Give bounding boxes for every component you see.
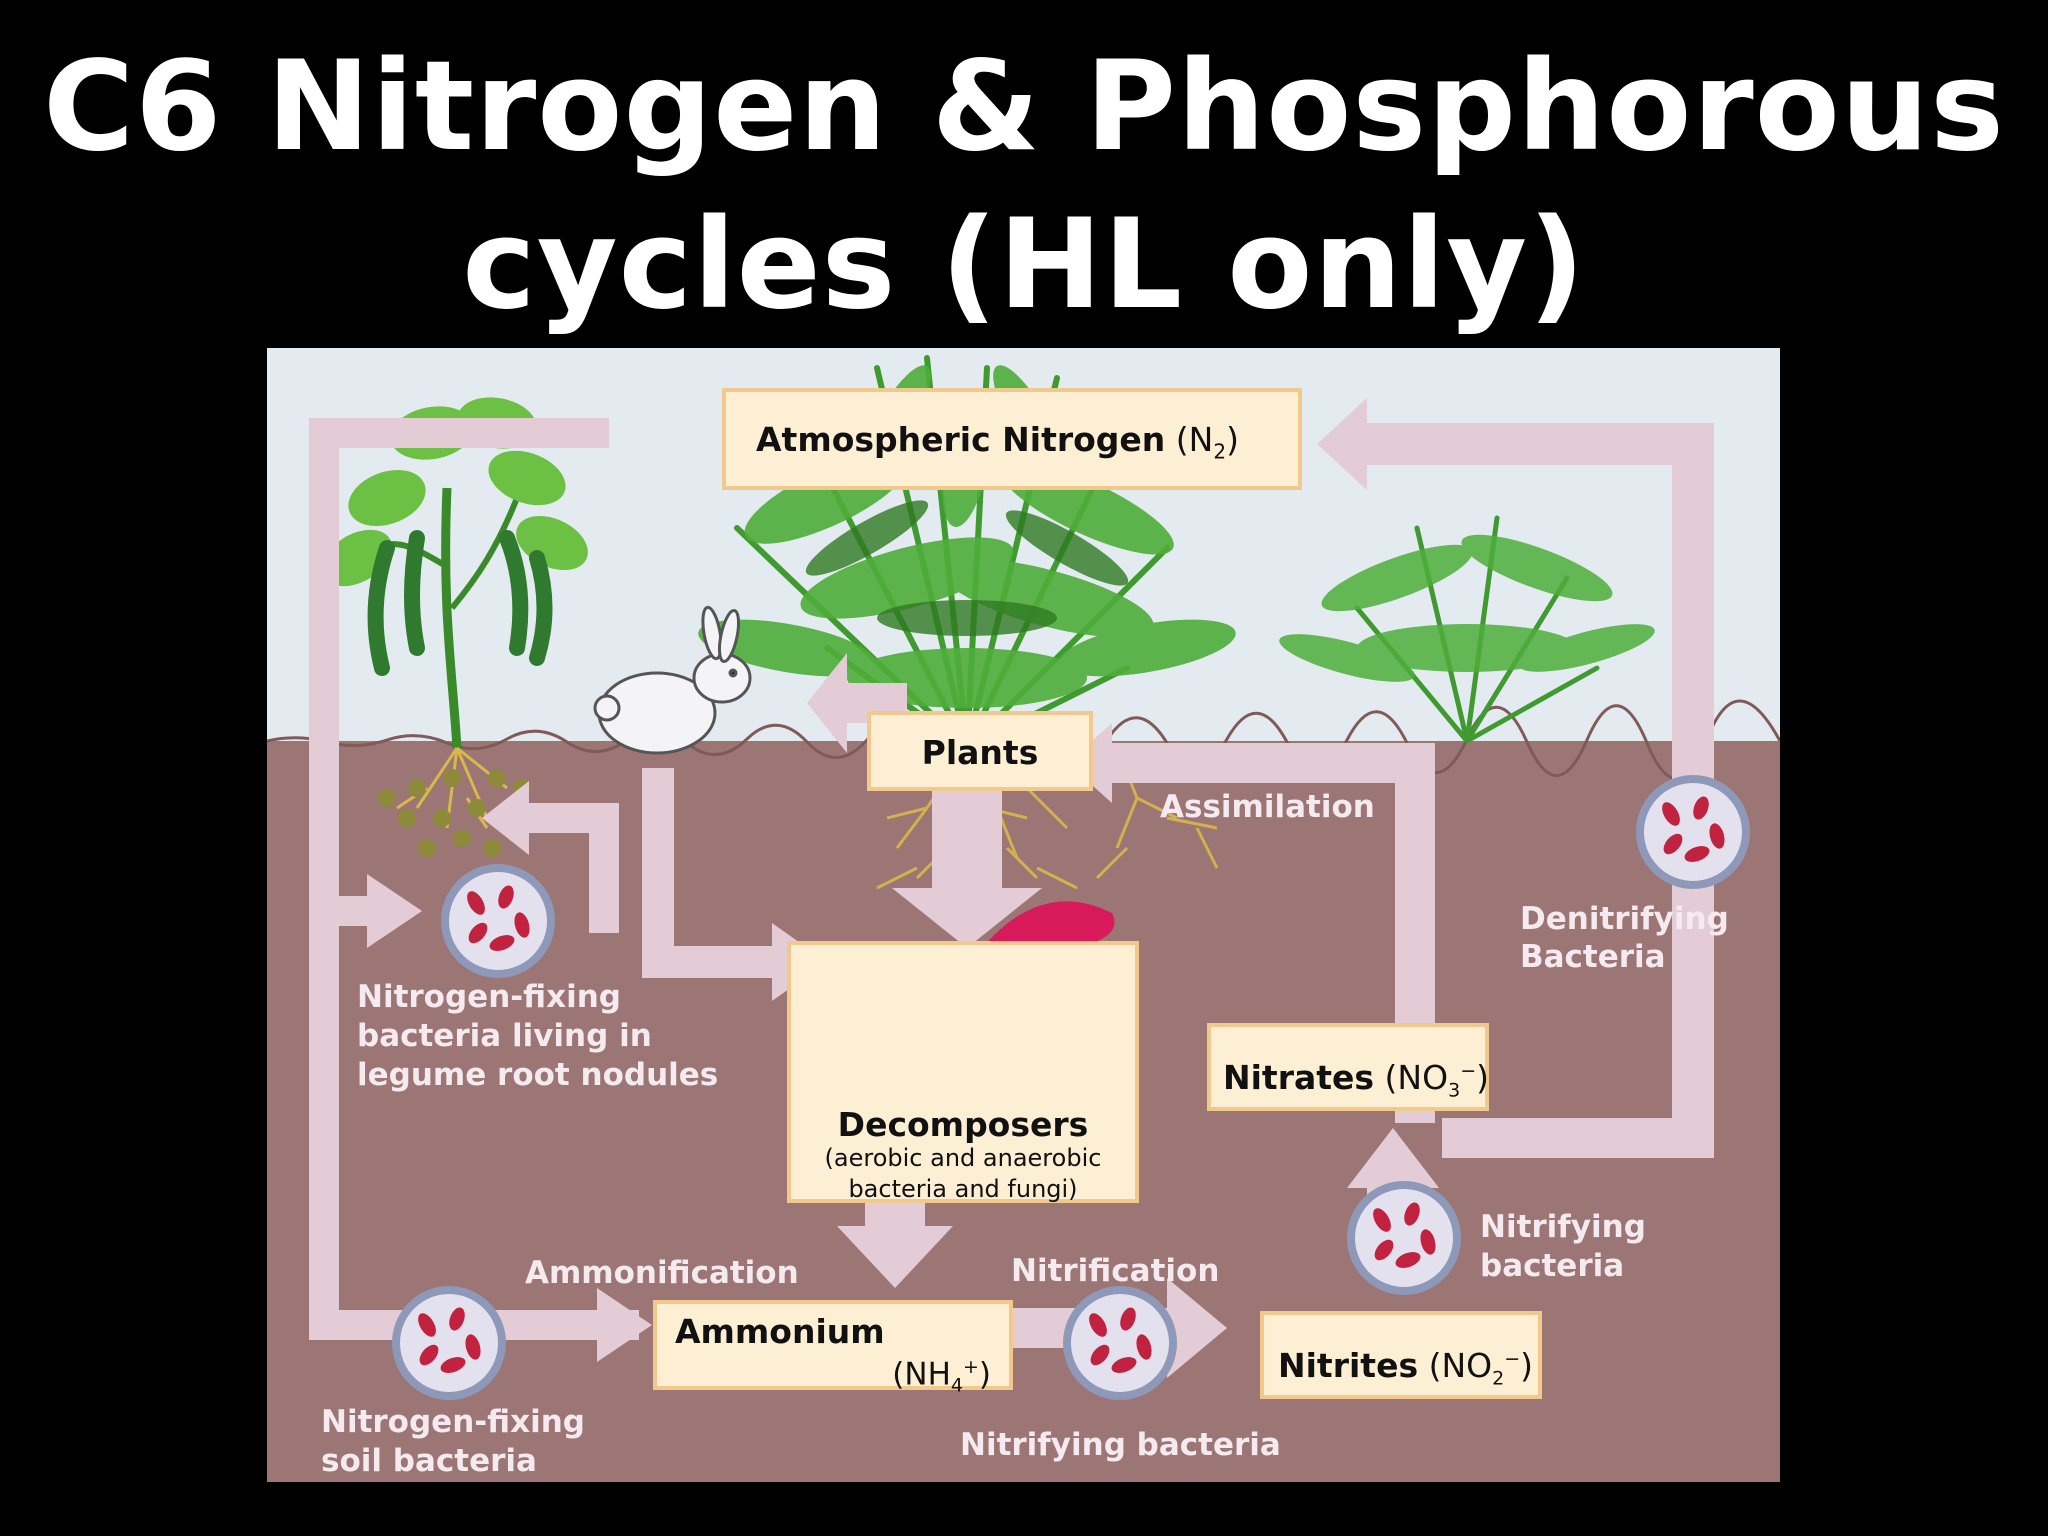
bacteria-legume-icon	[445, 868, 551, 974]
ammonium-sub: 4	[950, 1374, 963, 1397]
ammonium-box: Ammonium (NH4+)	[653, 1300, 1013, 1397]
bacteria-nitrifying-icon	[1351, 1185, 1457, 1291]
plants-label: Plants	[921, 733, 1039, 772]
assimilation-label: Assimilation	[1160, 789, 1375, 825]
nitrites-box: Nitrites (NO2−)	[1260, 1311, 1542, 1399]
nitrates-formula: NO	[1397, 1058, 1449, 1097]
nitrogen-cycle-diagram: Atmospheric Nitrogen (N2) Plants Decompo…	[267, 348, 1780, 1482]
title-line-1: C6 Nitrogen & Phosphorous	[43, 35, 2005, 179]
ammonium-formula: NH	[904, 1356, 951, 1393]
decomposers-note-1: (aerobic and anaerobic	[824, 1144, 1102, 1172]
atmospheric-nitrogen-box: Atmospheric Nitrogen (N2)	[722, 388, 1302, 490]
ammonium-sup: +	[962, 1356, 979, 1378]
denitrifying-label-1: Denitrifying	[1520, 901, 1729, 937]
legume-bacteria-label-2: bacteria living in	[357, 1018, 652, 1054]
decomposers-label: Decomposers	[837, 1105, 1089, 1144]
nitrites-sup: −	[1504, 1348, 1521, 1370]
atmospheric-sub: 2	[1213, 439, 1227, 464]
plants-box: Plants	[867, 711, 1093, 791]
nitrites-sub: 2	[1492, 1367, 1505, 1390]
legume-bacteria-label-3: legume root nodules	[357, 1057, 719, 1093]
nitrates-sup: −	[1460, 1060, 1477, 1082]
bacteria-nitrification-icon	[1067, 1290, 1173, 1396]
bacteria-denitrifying-icon	[1640, 779, 1746, 885]
atmospheric-formula: N	[1188, 420, 1214, 459]
ammonification-label: Ammonification	[525, 1255, 799, 1291]
rabbit-icon	[593, 605, 752, 755]
decomposers-box: Decomposers (aerobic and anaerobic bacte…	[787, 941, 1139, 1203]
bacteria-soil-icon	[396, 1290, 502, 1396]
nitrites-label: Nitrites	[1278, 1346, 1419, 1385]
soil-bacteria-label-1: Nitrogen-fixing	[321, 1404, 585, 1440]
title-line-2: cycles (HL only)	[462, 193, 1586, 337]
legume-bacteria-label-1: Nitrogen-fixing	[357, 979, 621, 1015]
nitrates-sub: 3	[1448, 1079, 1461, 1102]
ammonium-label: Ammonium	[675, 1312, 885, 1351]
nitrification-label: Nitrification	[1011, 1253, 1220, 1289]
nitrifying-bacteria-label-1: Nitrifying	[1480, 1209, 1646, 1245]
nitrites-formula: NO	[1441, 1346, 1493, 1385]
atmospheric-nitrogen-label: Atmospheric Nitrogen	[756, 420, 1166, 459]
nitrifying-bacteria-label-2: bacteria	[1480, 1248, 1625, 1284]
decomposers-note-2: bacteria and fungi)	[848, 1175, 1078, 1203]
soil-bacteria-label-2: soil bacteria	[321, 1443, 537, 1479]
nitrates-label: Nitrates	[1223, 1058, 1375, 1097]
nitrates-box: Nitrates (NO3−)	[1207, 1023, 1489, 1111]
slide-title: C6 Nitrogen & Phosphorous cycles (HL onl…	[0, 28, 2048, 344]
denitrifying-label-2: Bacteria	[1520, 939, 1666, 975]
nitrifying-bacteria-bottom-label: Nitrifying bacteria	[960, 1427, 1281, 1463]
